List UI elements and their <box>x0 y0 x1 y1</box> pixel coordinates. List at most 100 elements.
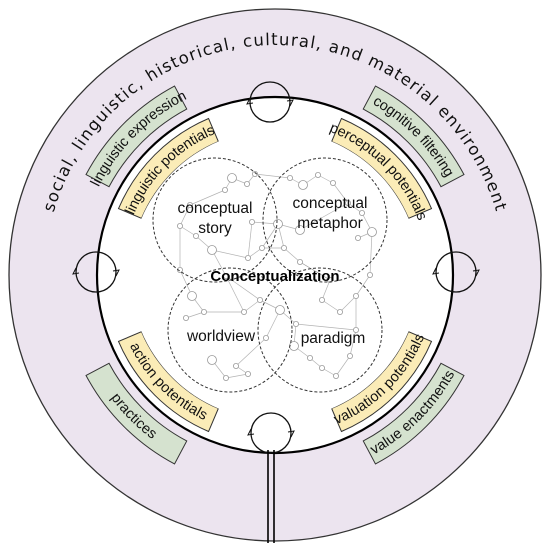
network-edge <box>189 189 226 206</box>
network-node <box>306 354 313 361</box>
loop-right-arrow-a <box>432 267 440 275</box>
network-node <box>176 222 183 229</box>
loop-top-arrow-a <box>246 97 254 105</box>
network-node <box>243 180 250 187</box>
center-label: Conceptualization <box>210 268 339 285</box>
network-edge <box>254 173 291 179</box>
network-edge <box>321 299 341 313</box>
network-node <box>318 296 325 303</box>
network-node <box>248 218 255 225</box>
network-edge <box>211 249 249 259</box>
network-node <box>221 186 228 193</box>
network-node <box>244 370 251 377</box>
network-edge <box>339 295 357 313</box>
network-node <box>240 308 247 315</box>
network-node <box>292 320 299 327</box>
network-edge <box>225 275 245 313</box>
label-conceptual-story-line1: conceptual <box>178 200 253 217</box>
network-edge <box>299 202 349 231</box>
network-node <box>358 209 365 216</box>
outer-band-linguistic-expression <box>85 85 188 188</box>
label-conceptual-metaphor-line1: conceptual <box>293 195 368 212</box>
loop-right <box>435 251 477 293</box>
network-node <box>286 174 293 181</box>
network-node <box>200 308 207 315</box>
network-node <box>352 326 359 333</box>
network-edge <box>179 225 197 237</box>
loop-bottom-arrow-b <box>287 430 295 438</box>
network-edge <box>225 373 249 379</box>
outer-band-value-enactments <box>362 362 465 465</box>
concept-network <box>176 170 377 381</box>
network-node <box>227 173 237 183</box>
label-worldview: worldview <box>186 328 256 345</box>
outer-band-practices <box>85 362 188 465</box>
network-node <box>329 179 336 186</box>
network-edge <box>247 221 253 259</box>
network-edge <box>265 309 281 339</box>
loop-left-arrow-b <box>112 269 120 277</box>
network-edge <box>185 311 205 319</box>
network-node <box>187 291 197 301</box>
outer-band-cognitive-filtering <box>362 85 465 188</box>
loop-bottom <box>250 412 292 454</box>
network-node <box>256 296 263 303</box>
network-edge <box>179 204 191 227</box>
loop-left-arrow-a <box>72 267 80 275</box>
network-node <box>262 334 269 341</box>
network-edge <box>299 261 331 281</box>
network-node <box>222 374 229 381</box>
circle-conceptual-metaphor <box>262 157 388 283</box>
network-node <box>367 227 377 237</box>
network-node <box>318 364 325 371</box>
network-node <box>182 314 189 321</box>
network-edge <box>243 299 261 313</box>
network-node <box>244 254 251 261</box>
network-node <box>207 245 217 255</box>
feedback-loops <box>72 81 480 454</box>
network-edge <box>321 279 331 301</box>
network-node <box>275 305 285 315</box>
network-node <box>354 234 361 241</box>
network-node <box>336 308 343 315</box>
circle-paradigm <box>257 267 383 393</box>
network-node <box>192 232 199 239</box>
loop-top <box>249 81 291 123</box>
loop-bottom-arrow-a <box>247 428 255 436</box>
network-node <box>366 271 373 278</box>
network-node <box>232 362 239 369</box>
network-node <box>332 372 339 379</box>
label-conceptual-metaphor-line2: metaphor <box>297 215 362 232</box>
network-node <box>352 292 359 299</box>
network-edge <box>283 247 301 263</box>
network-edge <box>349 329 357 357</box>
network-edge <box>355 274 371 297</box>
network-edge <box>211 249 227 277</box>
network-node <box>207 355 217 365</box>
network-edge <box>295 323 357 331</box>
network-edge <box>332 182 349 204</box>
network-node <box>186 201 193 208</box>
network-node <box>251 170 258 177</box>
network-edge <box>235 337 267 367</box>
network-edge <box>335 355 351 377</box>
circle-worldview <box>167 267 293 393</box>
network-node <box>298 180 308 190</box>
network-node <box>296 258 303 265</box>
network-edge <box>369 231 373 276</box>
loop-left <box>75 251 117 293</box>
network-node <box>314 171 321 178</box>
network-node <box>258 244 265 251</box>
label-conceptual-story-line2: story <box>198 220 232 237</box>
network-node <box>280 244 287 251</box>
loop-top-arrow-b <box>286 99 294 107</box>
loop-right-arrow-b <box>472 269 480 277</box>
network-node <box>295 225 305 235</box>
network-node <box>222 272 229 279</box>
label-paradigm: paradigm <box>301 330 366 347</box>
network-node <box>344 199 351 206</box>
network-node <box>176 266 183 273</box>
network-node <box>346 352 353 359</box>
